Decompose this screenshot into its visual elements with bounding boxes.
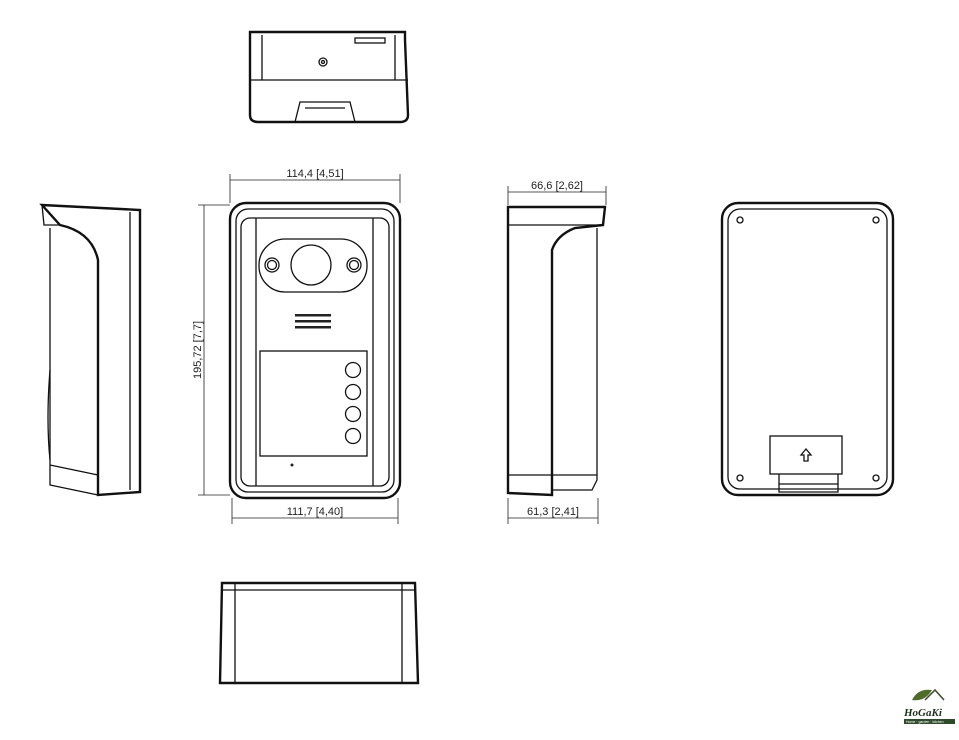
svg-text:HoGaKi: HoGaKi: [903, 707, 943, 719]
dim-side-depth-bottom: 61,3 [2,41]: [527, 506, 579, 518]
front-view: [198, 174, 402, 524]
top-view: [248, 30, 410, 124]
dim-front-height: 195,72 [7,7]: [192, 321, 204, 379]
dim-front-width-top: 114,4 [4,51]: [286, 168, 343, 180]
back-view: [720, 201, 895, 497]
bottom-view: [218, 581, 420, 685]
speaker-grille: [295, 314, 331, 329]
hogaki-logo: HoGaKi Home · garden · kitchen: [903, 688, 955, 724]
left-side-view: [39, 203, 142, 497]
dim-side-depth-top: 66,6 [2,62]: [531, 180, 583, 192]
right-side-view: [506, 186, 607, 524]
dim-front-width-bottom: 111,7 [4,40]: [287, 506, 343, 518]
svg-text:Home · garden · kitchen: Home · garden · kitchen: [906, 720, 944, 724]
